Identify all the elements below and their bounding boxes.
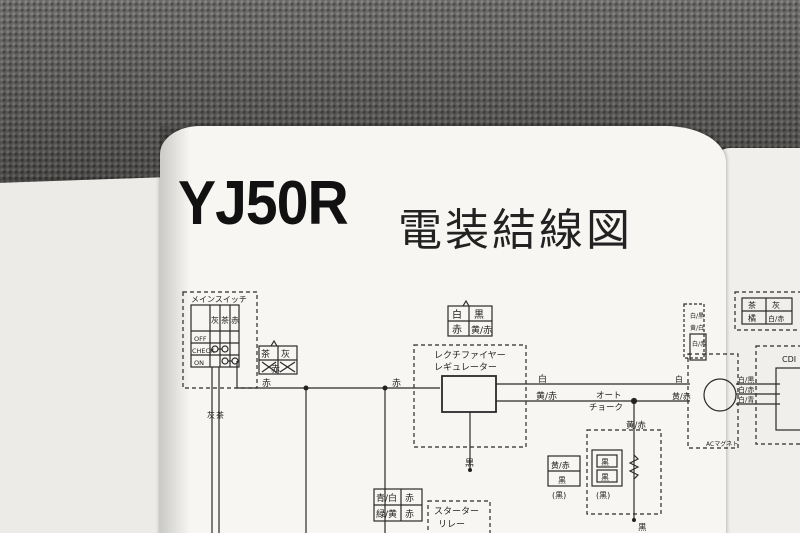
starter-pin-blue-white: 青/白 xyxy=(376,492,397,504)
auto-choke-label-1: オート xyxy=(596,391,622,401)
right-box-1: 茶 xyxy=(748,300,756,310)
switch-wire-brown: 茶 xyxy=(216,410,224,420)
right-connector-3: 白/赤 xyxy=(692,340,706,348)
magneto-coil xyxy=(703,378,737,412)
switch-pos-check: CHECK xyxy=(192,347,215,355)
rectifier-pin-yellow-red: 黄/赤 xyxy=(471,324,492,336)
main-switch-label: メインスイッチ xyxy=(191,295,247,304)
switch-pos-on: ON xyxy=(194,359,204,367)
choke-wire-label: 黄/赤 xyxy=(626,420,646,431)
wire-red-label-2: 赤 xyxy=(392,378,401,389)
ac-magneto-label: ACマグネト xyxy=(706,440,738,448)
main-switch-table xyxy=(190,304,240,368)
connector-red: 赤 xyxy=(271,364,280,375)
choke-left-pin-2: 黒 xyxy=(558,476,566,485)
choke-left-pin-1: 黄/赤 xyxy=(551,460,570,470)
choke-ground-label: 黒 xyxy=(638,523,647,533)
manual-page xyxy=(160,126,726,533)
right-label-2: 白/赤 xyxy=(738,385,754,394)
choke-caption-left: (黒) xyxy=(552,491,566,500)
starter-relay-box xyxy=(427,500,491,533)
connector-gray: 灰 xyxy=(281,348,290,360)
choke-right-pin-2: 黒 xyxy=(601,473,609,482)
right-connector-1: 白/黒 xyxy=(690,312,704,320)
switch-col-brown: 茶 xyxy=(221,315,229,325)
choke-caption-right: (黒) xyxy=(596,491,610,500)
connector-brown: 茶 xyxy=(261,348,270,360)
rectifier-label-1: レクチファイヤー xyxy=(434,350,506,361)
auto-choke-label-2: チョーク xyxy=(589,403,623,413)
right-box-2: 灰 xyxy=(772,300,780,310)
carbon-surface xyxy=(0,0,800,200)
main-switch-box xyxy=(182,291,258,389)
rectifier-pin-white: 白 xyxy=(452,308,462,321)
rectifier-pin-red: 赤 xyxy=(452,324,462,336)
switch-col-red: 赤 xyxy=(231,316,239,325)
diagram-title: 電装結線図 xyxy=(398,205,633,256)
wire-yellow-red-label: 黄/赤 xyxy=(536,390,557,402)
page-curl-shadow xyxy=(160,126,190,533)
right-connector-2: 黄/白 xyxy=(690,324,704,332)
switch-wire-gray: 灰 xyxy=(207,410,215,420)
rectifier-block xyxy=(441,375,497,413)
right-label-1: 白/黒 xyxy=(738,375,754,384)
starter-relay-label-2: リレー xyxy=(438,520,465,530)
choke-connector-right xyxy=(591,449,623,487)
right-box-3: 橘 xyxy=(748,313,756,323)
starter-pin-red-1: 赤 xyxy=(405,493,414,504)
switch-col-gray: 灰 xyxy=(211,315,219,325)
wire-red-label-1: 赤 xyxy=(262,378,271,389)
auto-choke-box xyxy=(586,429,662,515)
wire-black-label: 黒 xyxy=(465,458,474,469)
right-wire-white: 白 xyxy=(675,374,683,384)
choke-right-pin-1: 黒 xyxy=(601,458,609,467)
right-page xyxy=(712,148,800,533)
rectifier-pin-black: 黒 xyxy=(474,309,484,321)
right-box-4: 白/赤 xyxy=(768,314,784,323)
right-wire-yellow-red: 黄/赤 xyxy=(672,391,691,401)
wire-white-label: 白 xyxy=(538,373,547,385)
right-label-3: 白/青 xyxy=(738,395,754,404)
model-title: YJ50R xyxy=(178,169,349,238)
starter-pin-red-2: 赤 xyxy=(405,509,414,520)
starter-pin-green-yellow: 緑/黄 xyxy=(376,508,397,520)
starter-relay-label-1: スターター xyxy=(434,506,479,517)
cdi-label: CDI xyxy=(782,355,796,364)
rectifier-label-2: レギュレーター xyxy=(434,362,497,373)
switch-pos-off: OFF xyxy=(194,335,207,343)
